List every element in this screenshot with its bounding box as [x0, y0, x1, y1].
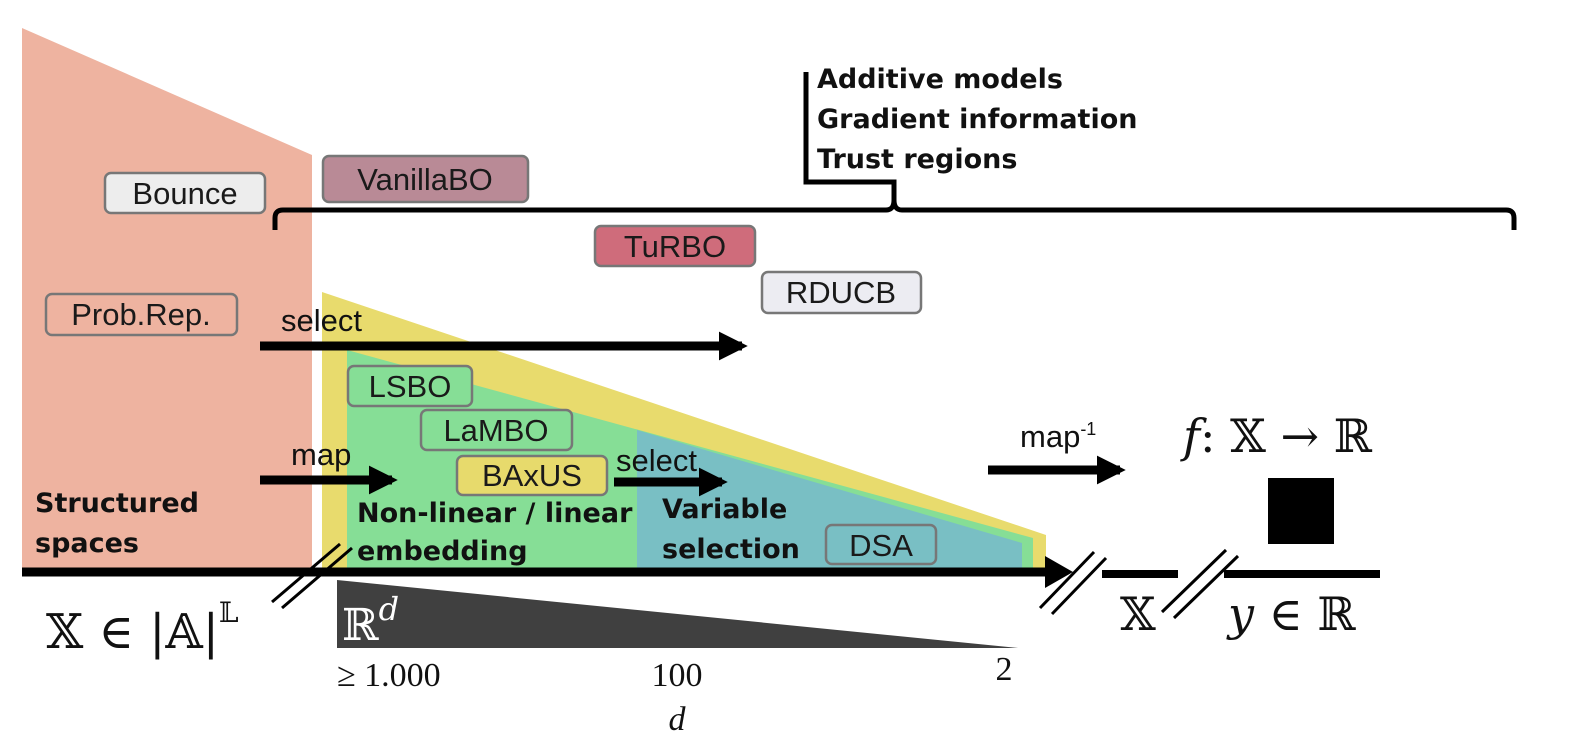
tag-turbo: TuRBO	[593, 224, 757, 268]
structured-spaces-label-line2: spaces	[35, 528, 139, 559]
variable-selection-label-line2: selection	[662, 534, 800, 565]
tag-lsbo: LSBO	[346, 364, 474, 408]
tag-bounce: Bounce	[103, 171, 267, 215]
note-trust-regions: Trust regions	[817, 144, 1017, 175]
tag-vanillabo-label: VanillaBO	[357, 162, 493, 197]
tick-2: 2	[996, 651, 1013, 688]
y-real-label: 𝑦 ∈ ℝ	[1226, 587, 1356, 641]
select-top-label: select	[281, 303, 362, 338]
bracket-note-connector	[803, 72, 897, 200]
note-additive-models: Additive models	[817, 64, 1063, 95]
embedding-label-line2: embedding	[357, 536, 528, 567]
rd-label: ℝd	[342, 590, 399, 651]
tag-baxus-label: BAxUS	[482, 458, 582, 493]
tag-baxus: BAxUS	[455, 454, 609, 497]
map-label: map	[291, 437, 351, 472]
f-map-label: 𝑓: 𝕏 → ℝ	[1180, 409, 1373, 463]
tick-1000: ≥ 1.000	[337, 657, 441, 694]
tag-turbo-label: TuRBO	[624, 229, 726, 264]
map-inverse-label: map-1	[1020, 419, 1096, 454]
structured-spaces-label-line1: Structured	[35, 488, 199, 519]
tag-bounce-label: Bounce	[132, 176, 237, 211]
note-gradient-information: Gradient information	[817, 104, 1138, 135]
x-small-label: 𝕏	[1120, 587, 1156, 641]
x-space-label: 𝕏 ∈ |𝔸|𝕃	[46, 596, 239, 660]
axis-d-label: d	[669, 701, 687, 738]
tag-lambo-label: LaMBO	[443, 413, 548, 448]
tag-probrep: Prob.Rep.	[44, 292, 239, 337]
tag-probrep-label: Prob.Rep.	[71, 297, 211, 332]
tag-rducb-label: RDUCB	[786, 275, 896, 310]
tag-dsa: DSA	[824, 523, 938, 566]
select-mid-label: select	[616, 443, 697, 478]
method-bracket	[272, 199, 1517, 230]
tag-lsbo-label: LSBO	[369, 369, 452, 404]
dimension-wedge	[337, 580, 1018, 648]
tag-dsa-label: DSA	[849, 528, 913, 563]
tick-100: 100	[652, 657, 703, 694]
embedding-label-line1: Non-linear / linear	[357, 498, 633, 529]
axis-break-marks	[271, 542, 1240, 620]
tag-vanillabo: VanillaBO	[321, 154, 530, 204]
main-axis-arrowhead	[1045, 556, 1073, 588]
tag-lambo: LaMBO	[419, 408, 574, 452]
black-box-square	[1268, 478, 1334, 544]
variable-selection-label-line1: Variable	[662, 494, 787, 525]
tag-rducb: RDUCB	[760, 270, 923, 315]
